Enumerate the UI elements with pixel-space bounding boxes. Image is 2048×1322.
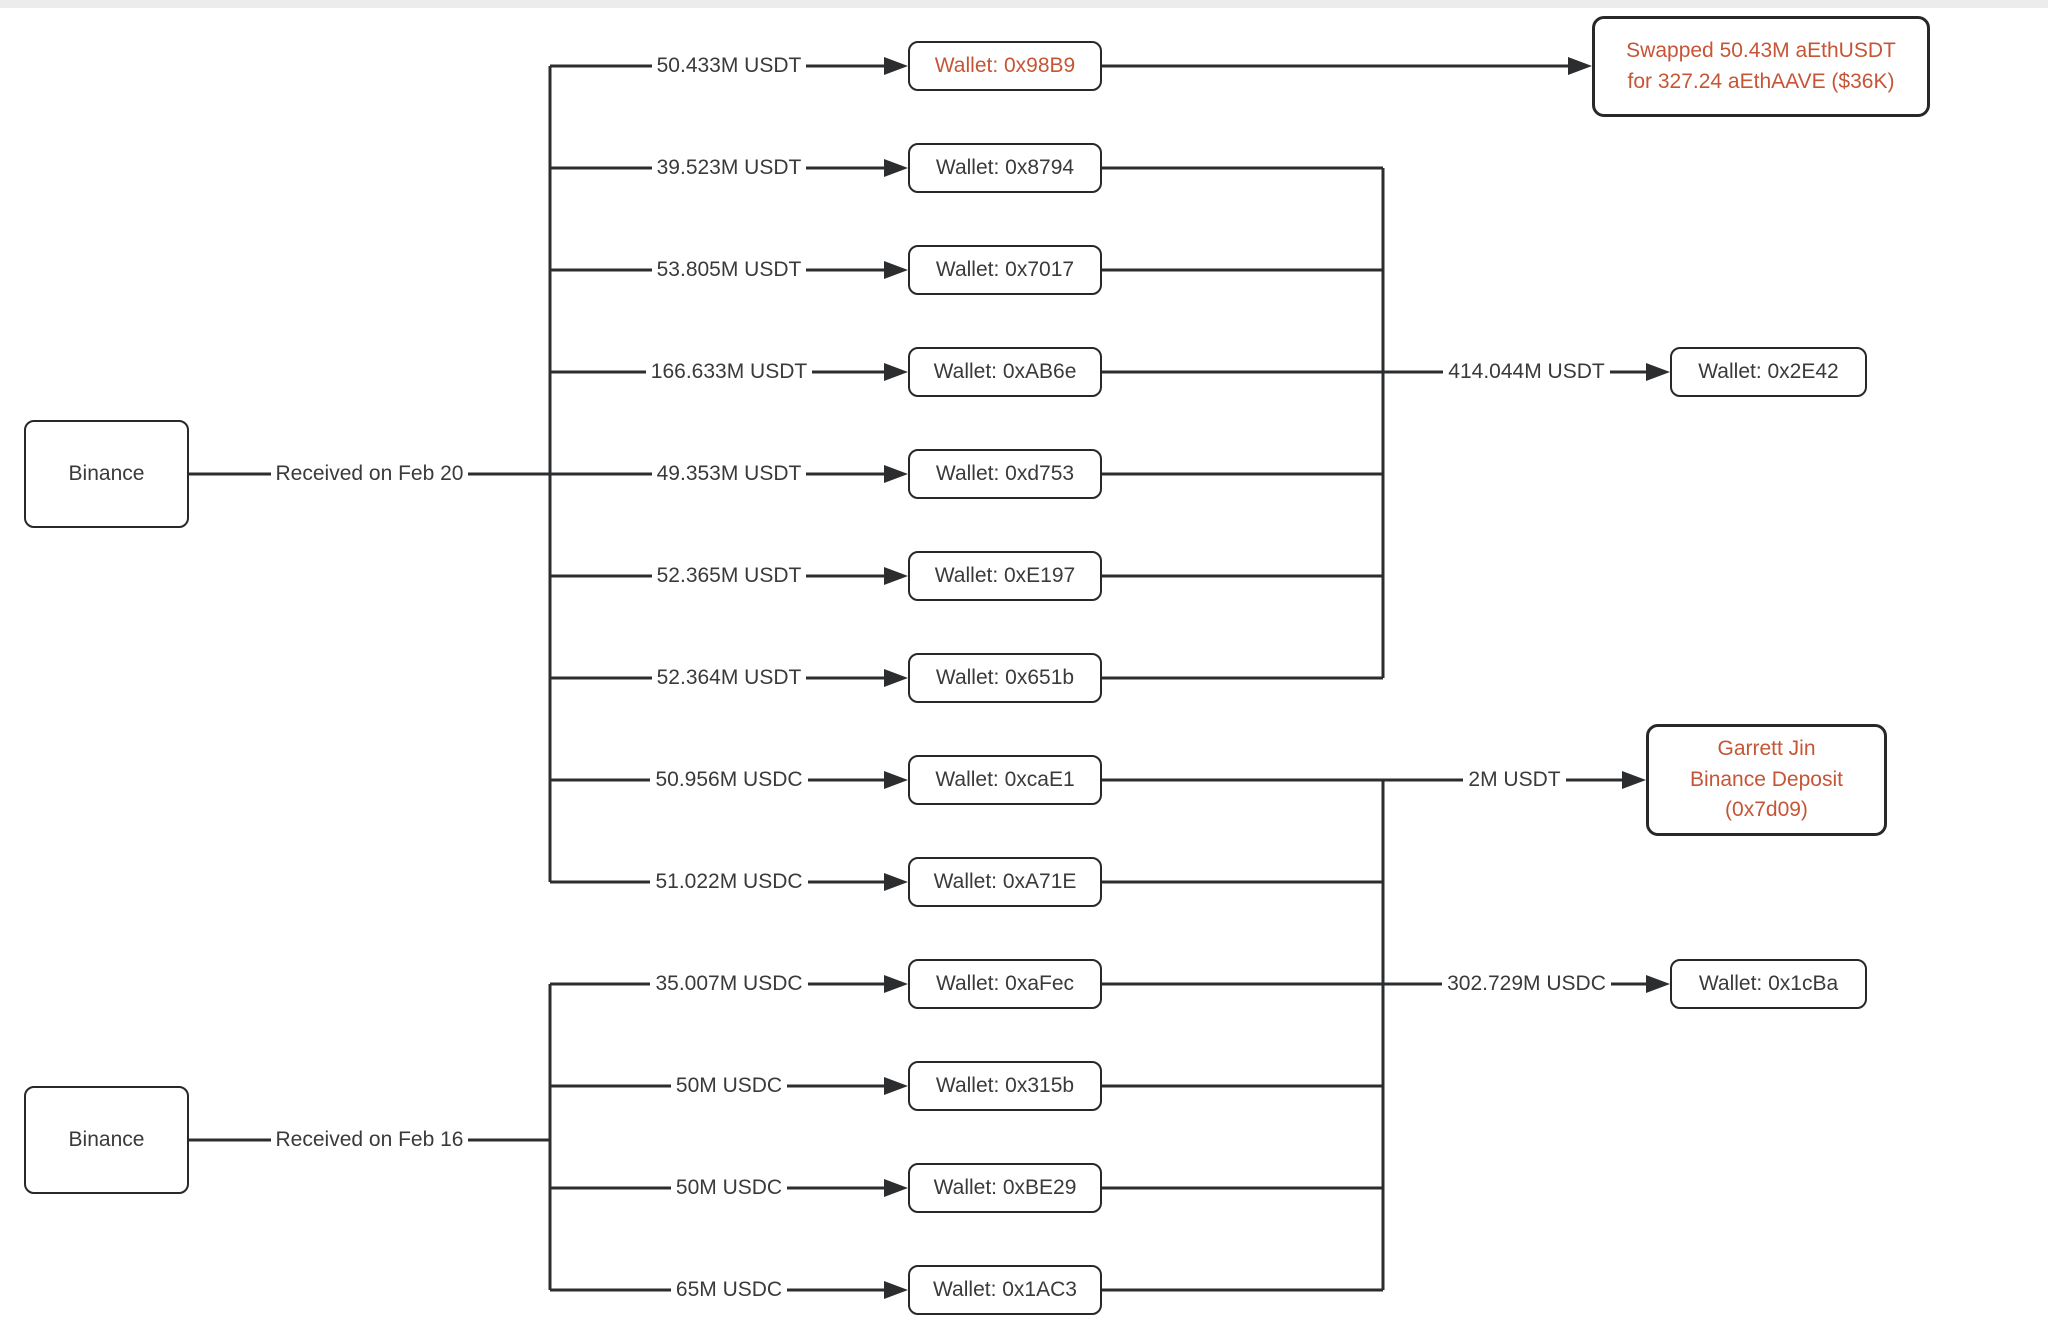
wallet-node-0xBE29: Wallet: 0xBE29: [908, 1163, 1102, 1213]
source1-edges: [189, 66, 552, 882]
wallet-node-0xA71E: Wallet: 0xA71E: [908, 857, 1102, 907]
wallet-node-0x8794: Wallet: 0x8794: [908, 143, 1102, 193]
wallet-node-0x1AC3: Wallet: 0x1AC3: [908, 1265, 1102, 1315]
source2-edges: [189, 984, 552, 1290]
deposit-line3: (0x7d09): [1725, 798, 1808, 822]
swap-note-line2: for 327.24 aEthAAVE ($36K): [1627, 69, 1895, 93]
wallet-node-0xd753: Wallet: 0xd753: [908, 449, 1102, 499]
wallet-node-0xaFec: Wallet: 0xaFec: [908, 959, 1102, 1009]
wallet-node-0xcaE1: Wallet: 0xcaE1: [908, 755, 1102, 805]
merge1-edges: [1102, 166, 1670, 680]
deposit-line2: Binance Deposit: [1690, 767, 1843, 791]
wallet-node-0x651b: Wallet: 0x651b: [908, 653, 1102, 703]
page-top-strip: [0, 0, 2048, 8]
wallet-node-0xAB6e: Wallet: 0xAB6e: [908, 347, 1102, 397]
wallet-node-0x7017: Wallet: 0x7017: [908, 245, 1102, 295]
deposit-line1: Garrett Jin: [1717, 737, 1816, 761]
swap-note-node: Swapped 50.43M aEthUSDT for 327.24 aEthA…: [1592, 16, 1930, 117]
swap-edge: [1102, 57, 1592, 75]
source-node-binance-feb16: Binance: [24, 1086, 189, 1194]
merge2-edges: [1102, 771, 1670, 1292]
source-node-binance-feb20: Binance: [24, 420, 189, 528]
wallet-node-0x98B9: Wallet: 0x98B9: [908, 41, 1102, 91]
wallet-node-0x315b: Wallet: 0x315b: [908, 1061, 1102, 1111]
branch-edges: [550, 57, 908, 1299]
wallet-node-0xE197: Wallet: 0xE197: [908, 551, 1102, 601]
garrett-jin-deposit-node: Garrett Jin Binance Deposit (0x7d09): [1646, 724, 1887, 836]
wallet-node-0x2E42: Wallet: 0x2E42: [1670, 347, 1867, 397]
wallet-node-0x1cBa: Wallet: 0x1cBa: [1670, 959, 1867, 1009]
swap-note-line1: Swapped 50.43M aEthUSDT: [1626, 39, 1896, 63]
